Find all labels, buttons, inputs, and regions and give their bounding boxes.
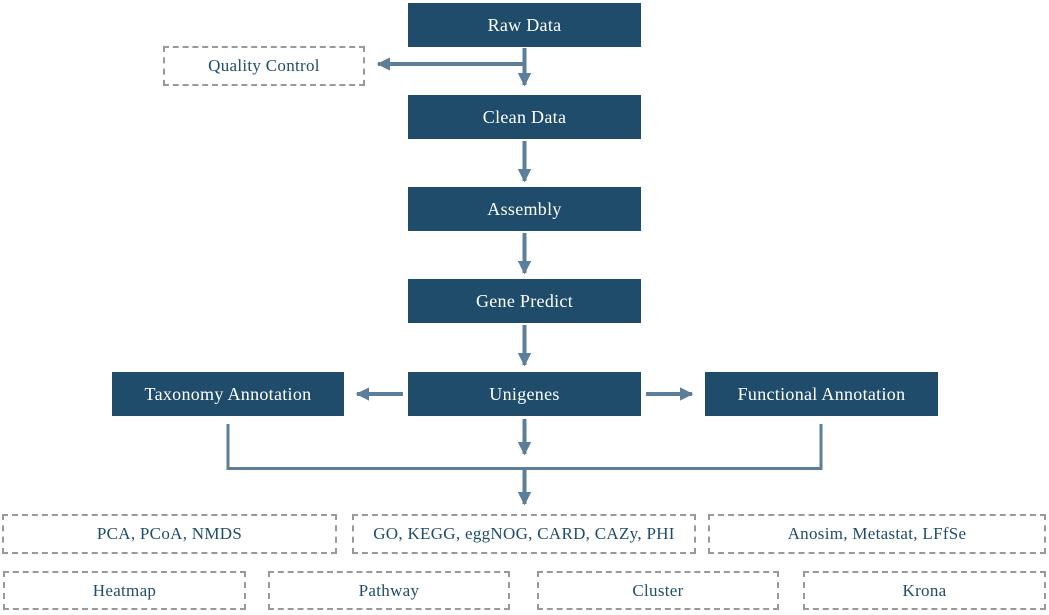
node-unigenes: Unigenes (408, 372, 641, 416)
node-analysis-heatmap: Heatmap (3, 571, 246, 610)
node-analysis-function-databases: GO, KEGG, eggNOG, CARD, CAZy, PHI (352, 514, 696, 554)
node-raw-data: Raw Data (408, 3, 641, 47)
node-analysis-pca-pcoa-nmds: PCA, PCoA, NMDS (2, 514, 337, 554)
node-taxonomy-annotation: Taxonomy Annotation (112, 372, 344, 416)
node-functional-annotation: Functional Annotation (705, 372, 938, 416)
node-assembly: Assembly (408, 187, 641, 231)
node-gene-predict: Gene Predict (408, 279, 641, 323)
node-quality-control: Quality Control (163, 46, 365, 86)
node-clean-data: Clean Data (408, 95, 641, 139)
bracket-connector (226, 424, 823, 470)
node-analysis-anosim-metastat-lefse: Anosim, Metastat, LFfSe (708, 514, 1046, 554)
node-analysis-pathway: Pathway (268, 571, 510, 610)
node-analysis-cluster: Cluster (537, 571, 779, 610)
node-analysis-krona: Krona (803, 571, 1046, 610)
